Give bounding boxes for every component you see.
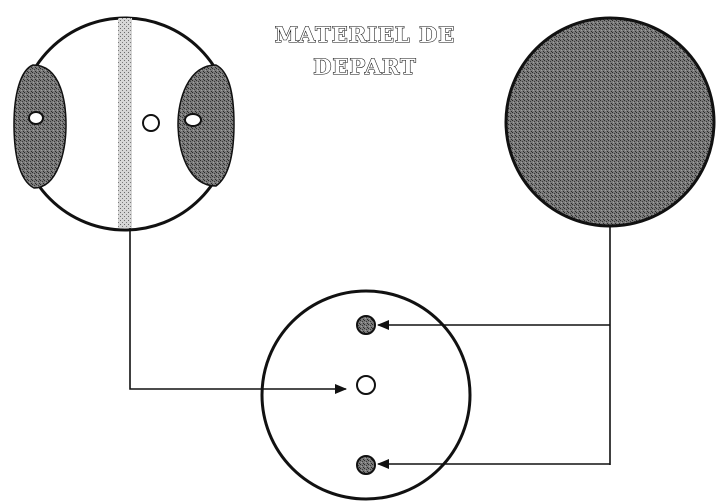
left-center-spot [143, 115, 159, 131]
left-lobe-spot [29, 112, 43, 124]
bottom-target-circle [262, 291, 470, 499]
left-source-circle [14, 18, 234, 230]
left-lobe [14, 65, 66, 188]
right-source-circle [506, 18, 714, 226]
top-dark-spot [357, 316, 375, 334]
right-lobe-spot [185, 114, 201, 126]
diagram-title: MATERIEL DE DEPART [275, 22, 456, 79]
center-band [118, 18, 132, 228]
title-line-1: MATERIEL DE [275, 22, 456, 47]
title-line-2: DEPART [313, 54, 416, 79]
bottom-dark-spot [357, 456, 375, 474]
center-open-spot [357, 376, 375, 394]
